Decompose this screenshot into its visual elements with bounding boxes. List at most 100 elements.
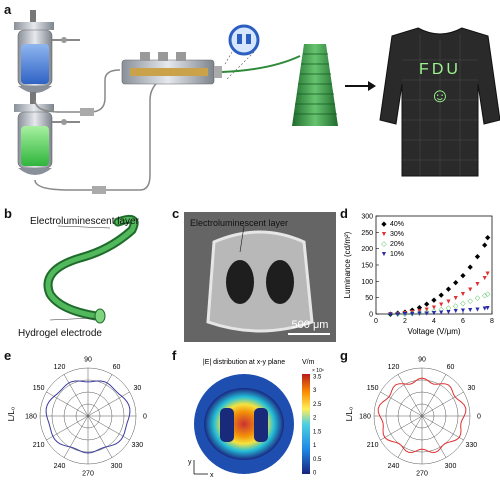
panel-label-e: e <box>4 348 12 363</box>
polar-angle-label: 240 <box>54 463 66 470</box>
legend-label: 40% <box>390 221 404 228</box>
polar-spoke <box>397 415 423 458</box>
axis-label-y: y <box>188 459 192 466</box>
panel-label-g: g <box>340 348 348 363</box>
colorbar-tick-label: 0.5 <box>313 457 322 463</box>
polar-angle-label: 90 <box>84 357 92 364</box>
data-point: ◆ <box>485 235 491 242</box>
polar-curve <box>45 380 131 454</box>
data-point: ◆ <box>453 279 459 286</box>
data-point: ▼ <box>467 287 474 294</box>
data-point: ▼ <box>387 311 394 318</box>
polar-angle-label: 330 <box>132 442 144 449</box>
data-point: ▼ <box>438 302 445 309</box>
polar-spoke <box>87 415 113 458</box>
polar-spoke <box>421 415 447 458</box>
top-reactor-tank <box>14 10 80 93</box>
polar-spoke <box>87 415 130 441</box>
label-electroluminescent-layer-sem: Electroluminescent layer <box>190 218 288 228</box>
data-point: ◆ <box>410 307 416 314</box>
polar-angle-label: 300 <box>445 463 457 470</box>
polar-angle-label: 240 <box>388 463 400 470</box>
polar-angle-label: 150 <box>33 385 45 392</box>
fiber-cross-section-zoom <box>223 24 260 81</box>
x-tick-label: 2 <box>403 318 407 325</box>
polar-angle-label: 150 <box>367 385 379 392</box>
polar-angle-label: 120 <box>388 364 400 371</box>
polar-angle-label: 330 <box>466 442 478 449</box>
data-point: ◇ <box>485 291 491 298</box>
data-point: ▼ <box>431 304 438 311</box>
y-tick-label: 100 <box>361 279 373 286</box>
data-point: ▼ <box>416 311 423 318</box>
data-point: ▼ <box>431 310 438 317</box>
polar-spoke <box>87 391 130 417</box>
panel-label-d: d <box>340 206 348 221</box>
data-point: ◇ <box>453 303 459 310</box>
data-point: ◇ <box>388 311 394 318</box>
data-point: ▼ <box>452 295 459 302</box>
data-point: ▼ <box>474 306 481 313</box>
polar-angle-label: 270 <box>82 471 94 478</box>
data-point: ◇ <box>402 311 408 318</box>
y-axis-label: Luminance (cd/m²) <box>343 231 352 298</box>
data-point: ◆ <box>431 297 437 304</box>
polar-curve <box>377 377 467 453</box>
polar-angle-label: 120 <box>54 364 66 371</box>
data-point: ◆ <box>388 311 394 318</box>
data-point: ▼ <box>402 311 409 318</box>
y-tick-label: 0 <box>369 312 373 319</box>
data-point: ◇ <box>446 305 452 312</box>
data-point: ▼ <box>416 308 423 315</box>
left-electrode <box>220 408 234 442</box>
polar-angle-label: 210 <box>367 442 379 449</box>
y-tick-label: 150 <box>361 263 373 270</box>
data-point: ▼ <box>474 281 481 288</box>
data-point: ▼ <box>445 298 452 305</box>
field-hotspot <box>204 388 284 460</box>
legend-marker: ▼ <box>381 231 388 238</box>
data-point: ▼ <box>484 271 491 278</box>
coaxial-extruder <box>121 52 222 85</box>
colorbar-tick-label: 1.5 <box>313 429 322 435</box>
y-tick-label: 50 <box>365 295 373 302</box>
panel-label-a: a <box>4 2 12 17</box>
colorbar-tick-label: 3.5 <box>313 375 322 381</box>
polar-angle-label: 210 <box>33 442 45 449</box>
data-point: ◇ <box>417 310 423 317</box>
data-point: ▼ <box>387 311 394 318</box>
data-point: ◆ <box>395 310 401 317</box>
polar-angle-label: 60 <box>113 364 121 371</box>
polar-spoke <box>421 415 464 441</box>
data-point: ▼ <box>445 309 452 316</box>
field-map-title: |E| distribution at x-y plane <box>203 359 285 366</box>
data-point: ▼ <box>438 309 445 316</box>
data-point: ◆ <box>446 286 452 293</box>
data-point: ▼ <box>484 305 491 312</box>
data-point: ◇ <box>395 311 401 318</box>
data-point: ▼ <box>394 311 401 318</box>
colorbar-unit: V/m <box>302 359 315 366</box>
polar-y-label: L/L₀ <box>345 407 354 421</box>
panel-c-sem-image: Electroluminescent layer 500 μm <box>184 212 336 342</box>
data-point: ◆ <box>475 253 481 260</box>
legend-marker: ◆ <box>381 221 387 228</box>
shirt-smiley-icon: ☺ <box>430 85 450 107</box>
bottom-reactor-tank <box>14 92 80 175</box>
polar-spoke <box>421 374 447 417</box>
data-point: ▼ <box>481 306 488 313</box>
luminescent-sweater <box>379 27 500 177</box>
data-point: ▼ <box>402 310 409 317</box>
data-point: ▼ <box>409 309 416 316</box>
data-point: ▼ <box>423 310 430 317</box>
legend-marker: ▼ <box>381 251 388 258</box>
polar-spoke <box>380 391 423 417</box>
data-point: ◇ <box>460 301 466 308</box>
polar-spoke <box>46 391 89 417</box>
polar-spoke <box>63 415 89 458</box>
polar-angle-label: 180 <box>359 414 371 421</box>
data-point: ▼ <box>452 308 459 315</box>
polar-spoke <box>421 391 464 417</box>
polar-spoke <box>87 374 113 417</box>
